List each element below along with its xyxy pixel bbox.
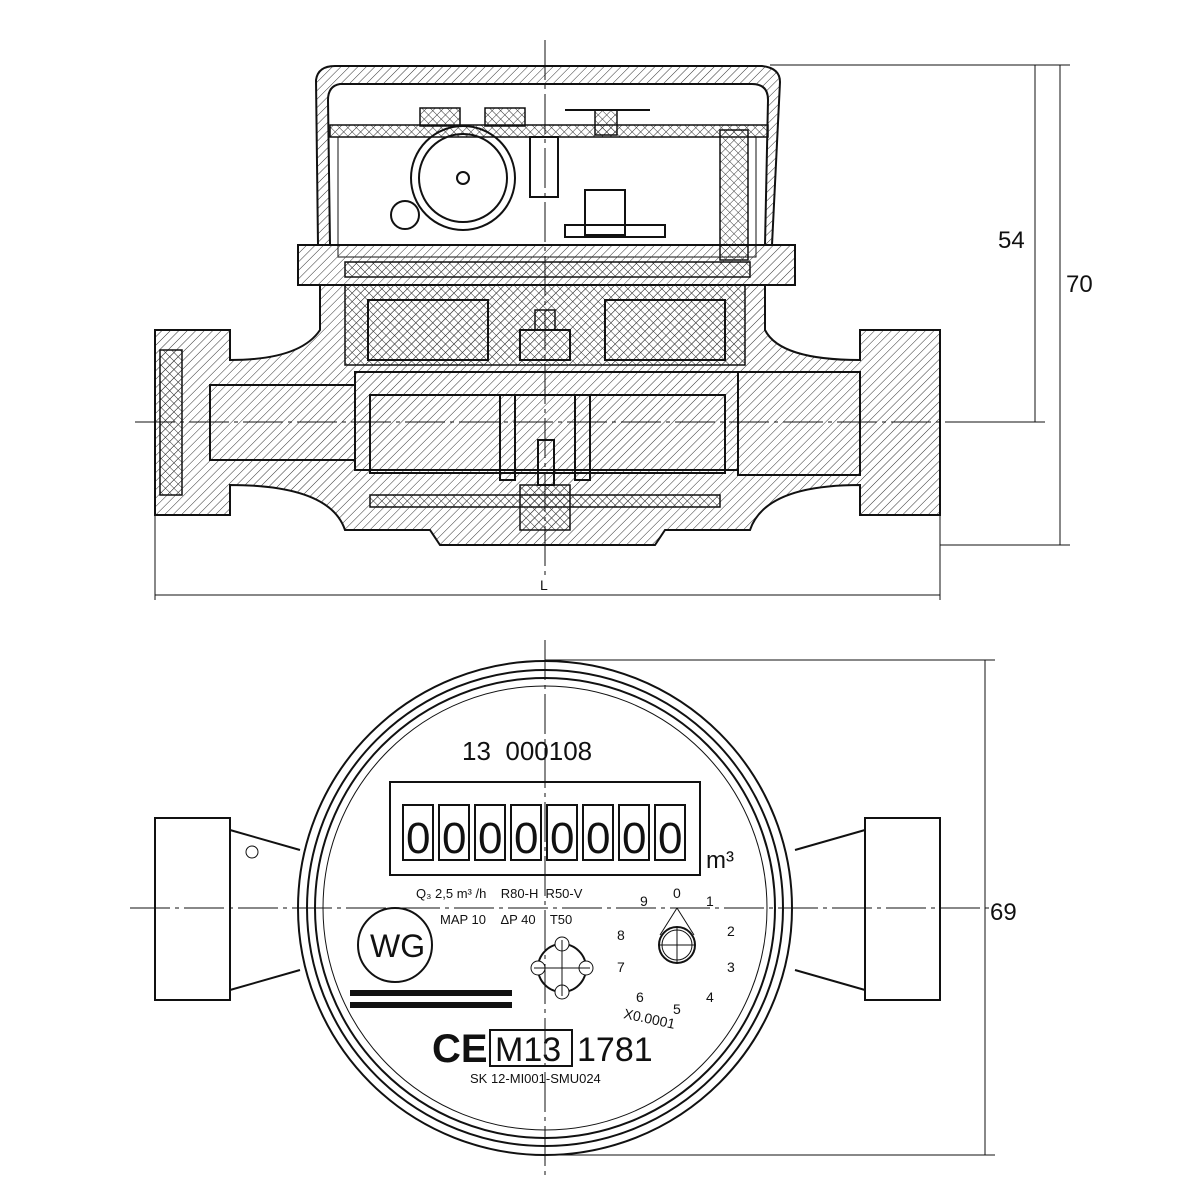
spec-line-2: MAP 10 ΔP 40 T50 — [440, 912, 572, 927]
counter-digits: 0 0 0 0 0 0 0 0 — [402, 804, 686, 863]
dimension-69: 69 — [990, 899, 1017, 926]
decimal-dial: 0 1 2 3 4 5 6 7 8 9 X0.0001 — [617, 885, 735, 1032]
dimension-lines — [154, 64, 1070, 600]
right-connector — [794, 817, 941, 1001]
counter-unit: m³ — [706, 847, 734, 874]
counter-digit: 0 — [478, 814, 502, 863]
brand-stripe — [350, 1002, 512, 1008]
dial-number: 6 — [636, 989, 644, 1005]
metrology-mark-box — [489, 1029, 573, 1067]
counter-digit: 0 — [550, 814, 574, 863]
register-wheel — [410, 125, 516, 231]
register-housing — [329, 124, 769, 138]
spec-line-1: Q₃ 2,5 m³ /h R80-H R50-V — [416, 886, 583, 901]
counter-digit: 0 — [586, 814, 610, 863]
dial-number: 0 — [673, 885, 681, 901]
front-view: 69 13 000108 0 0 0 0 0 0 0 0 m³ Q₃ 2,5 m… — [130, 640, 1017, 1175]
counter-digit: 0 — [442, 814, 466, 863]
section-view: 54 70 L — [135, 40, 1093, 600]
counter-digit: 0 — [514, 814, 538, 863]
dial-number: 9 — [640, 893, 648, 909]
notified-body-number: 1781 — [577, 1031, 653, 1069]
dimension-length: L — [540, 577, 548, 593]
counter-digit: 0 — [658, 814, 682, 863]
dial-number: 4 — [706, 989, 714, 1005]
dial-number: 8 — [617, 927, 625, 943]
flow-indicator-star-icon — [530, 936, 594, 1000]
serial-number: 13 000108 — [462, 736, 592, 766]
dial-number: 3 — [727, 959, 735, 975]
counter-window — [389, 781, 701, 876]
brand-stripe — [350, 990, 512, 996]
certificate-number: SK 12-MI001-SMU024 — [470, 1071, 601, 1086]
dial-number: 7 — [617, 959, 625, 975]
left-connector — [154, 817, 301, 1001]
dial-number: 2 — [727, 923, 735, 939]
metrology-mark: M13 — [495, 1031, 561, 1069]
dial-multiplier: X0.0001 — [622, 1005, 677, 1032]
brand-logo-text: WG — [370, 928, 425, 964]
counter-digit: 0 — [406, 814, 430, 863]
star-gear-section — [390, 200, 420, 230]
ce-mark: CE — [432, 1027, 488, 1071]
counter-digit: 0 — [622, 814, 646, 863]
dial-number: 5 — [673, 1001, 681, 1017]
brand-logo — [357, 907, 433, 983]
meter-cap — [314, 65, 782, 246]
dial-number: 1 — [706, 893, 714, 909]
dimension-70: 70 — [1066, 271, 1093, 298]
dimension-54: 54 — [998, 227, 1025, 254]
